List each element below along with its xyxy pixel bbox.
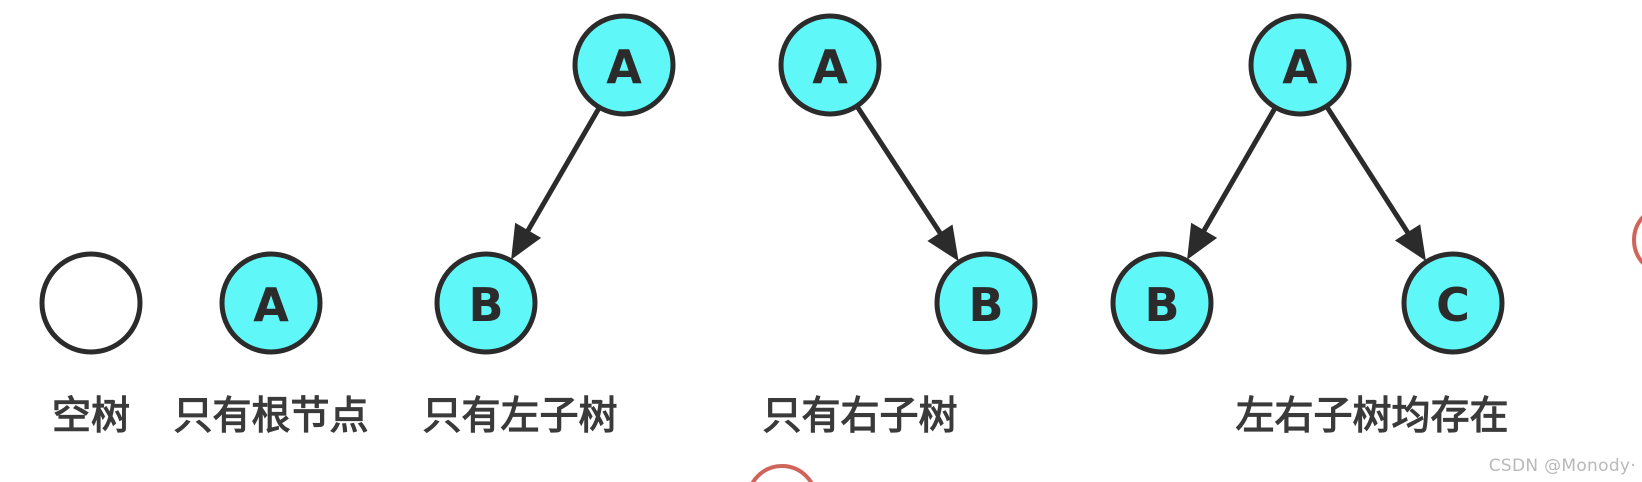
stray-marks-layer: [750, 215, 1642, 482]
tree-node-b[interactable]: B: [434, 251, 538, 355]
tree-edge: [511, 107, 602, 260]
stray-arc-bottom-arc: [750, 464, 814, 482]
node-label: B: [1144, 278, 1179, 332]
tree-edge: [855, 105, 959, 262]
watermark-text: CSDN @Monody·: [1488, 456, 1636, 476]
case-label-root-only: 只有根节点: [173, 394, 368, 439]
tree-node-b[interactable]: B: [934, 251, 1038, 355]
node-label: B: [468, 278, 503, 332]
tree-node-a[interactable]: A: [219, 251, 323, 355]
case-label-right-subtree-only: 只有右子树: [762, 394, 957, 439]
node-label: A: [812, 40, 848, 94]
tree-node-empty[interactable]: [39, 251, 143, 355]
tree-node-a[interactable]: A: [572, 13, 676, 117]
case-label-empty-tree: 空树: [52, 394, 130, 439]
case-label-left-subtree-only: 只有左子树: [422, 394, 617, 439]
stray-arc-right-edge-arc: [1632, 215, 1642, 265]
tree-node-c[interactable]: C: [1401, 251, 1505, 355]
tree-node-a[interactable]: A: [1248, 13, 1352, 117]
edges-layer: [511, 105, 1426, 262]
nodes-layer: A A B A B A B C: [39, 13, 1505, 355]
tree-edge: [1324, 105, 1426, 261]
node-label: A: [1282, 40, 1318, 94]
node-label: A: [253, 278, 289, 332]
node-label: C: [1436, 278, 1470, 332]
tree-edge: [1187, 107, 1278, 260]
node-label: A: [606, 40, 642, 94]
labels-layer: 空树只有根节点 只有左子树 只有右子树 左右子树均存在: [52, 394, 1509, 439]
tree-node-b[interactable]: B: [1110, 251, 1214, 355]
tree-node-a[interactable]: A: [778, 13, 882, 117]
node-label: B: [968, 278, 1003, 332]
case-label-both-subtrees: 左右子树均存在: [1235, 394, 1508, 439]
